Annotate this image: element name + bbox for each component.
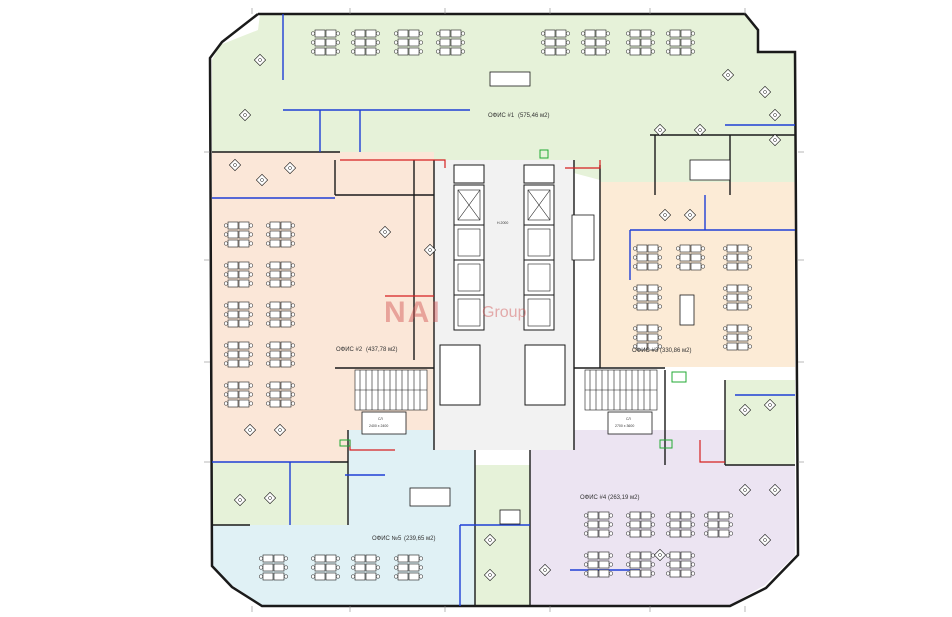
svg-text:NAI: NAI — [384, 296, 442, 329]
lounge-chair — [243, 423, 257, 437]
lounge-chair — [483, 533, 497, 547]
office4-area: (263,19 м2) — [608, 495, 639, 501]
meeting-tables — [409, 71, 731, 525]
office5-label: ОФИС №5 — [372, 535, 402, 542]
lounge-chair — [653, 123, 667, 137]
watermark-logo: NAI Group — [384, 296, 527, 329]
lounge-chair — [483, 568, 497, 582]
desk-cluster — [310, 554, 341, 581]
lounge-chair — [738, 483, 752, 497]
zone-green-right — [725, 380, 795, 465]
lounge-chair — [653, 548, 667, 562]
lounge-chair — [683, 208, 697, 222]
desk-cluster — [632, 284, 663, 311]
desk-cluster — [265, 301, 296, 328]
lounge-chair — [758, 533, 772, 547]
desk-cluster — [223, 221, 254, 248]
desk-cluster — [223, 301, 254, 328]
lounge-chair — [693, 123, 707, 137]
desk-cluster — [223, 341, 254, 368]
lounge-chair — [721, 68, 735, 82]
desk-cluster — [665, 551, 696, 578]
desk-cluster — [632, 324, 663, 351]
lounge-chair — [378, 225, 392, 239]
desk-cluster — [265, 381, 296, 408]
lounge-chair — [738, 403, 752, 417]
desk-cluster — [223, 261, 254, 288]
office3-area: (330,86 м2) — [660, 348, 691, 354]
office4-label: ОФИС #4 — [580, 495, 607, 501]
lounge-chair — [233, 493, 247, 507]
desk-cluster — [350, 554, 381, 581]
desk-cluster — [703, 511, 734, 538]
column-grid — [204, 8, 804, 612]
exterior-walls — [208, 12, 800, 608]
interior-walls — [212, 134, 795, 606]
lounge-chair — [238, 108, 252, 122]
office3-label: ОФИС #3 — [632, 348, 659, 354]
shaft-left-label: СЛ — [378, 417, 383, 421]
office2-label: ОФИС #2 — [336, 347, 363, 353]
lounge-chair — [658, 208, 672, 222]
desk-cluster — [265, 261, 296, 288]
lounge-chair — [423, 243, 437, 257]
shaft-right-label: СЛ — [626, 417, 631, 421]
lounge-chair — [273, 423, 287, 437]
lounge-chair — [538, 563, 552, 577]
zone-green-left — [212, 462, 348, 525]
office1-area: (575,46 м2) — [518, 113, 549, 119]
lounge-chair — [253, 53, 267, 67]
workstation-clusters — [223, 29, 753, 581]
desk-cluster — [675, 244, 706, 271]
desk-cluster — [632, 244, 663, 271]
shaft-left: СЛ 2400 x 2400 — [361, 411, 407, 435]
lounge-chair — [758, 85, 772, 99]
lounge-chair — [768, 133, 782, 147]
lounge-chair — [763, 398, 777, 412]
desk-cluster — [722, 244, 753, 271]
desk-cluster — [350, 29, 381, 56]
desk-cluster — [625, 511, 656, 538]
desk-cluster — [580, 29, 611, 56]
desk-cluster — [265, 341, 296, 368]
office2-area: (437,78 м2) — [366, 347, 397, 353]
shaft-right: СЛ 2700 x 3600 — [607, 411, 653, 435]
lounge-chair — [283, 161, 297, 175]
svg-text:Group: Group — [482, 304, 527, 321]
equipment-markers — [339, 149, 687, 449]
desk-cluster — [393, 29, 424, 56]
lounge-chair — [263, 491, 277, 505]
staircase-right — [584, 369, 658, 411]
office1-label: ОФИС #1 — [488, 113, 515, 119]
zone-office3[interactable] — [600, 182, 795, 367]
lounge-chair — [228, 158, 242, 172]
desk-cluster — [265, 221, 296, 248]
desk-cluster — [223, 381, 254, 408]
desk-cluster — [665, 511, 696, 538]
zone-green-mid — [475, 465, 530, 605]
lounge-chair — [768, 483, 782, 497]
desk-cluster — [665, 29, 696, 56]
shaft-left-size: 2400 x 2400 — [369, 424, 388, 428]
desk-cluster — [722, 324, 753, 351]
desk-cluster — [583, 511, 614, 538]
desk-cluster — [540, 29, 571, 56]
office5-area: (239,65 м2) — [404, 536, 435, 542]
desk-cluster — [625, 29, 656, 56]
shaft-right-size: 2700 x 3600 — [615, 424, 634, 428]
desk-cluster — [258, 554, 289, 581]
desk-cluster — [310, 29, 341, 56]
elevator-cabins — [457, 189, 551, 327]
lounge-chair — [768, 108, 782, 122]
desk-cluster — [435, 29, 466, 56]
lounge-furniture — [228, 53, 782, 582]
desk-cluster — [583, 551, 614, 578]
lounge-chair — [255, 173, 269, 187]
staircase-left — [354, 369, 428, 411]
desk-cluster — [393, 554, 424, 581]
desk-cluster — [722, 284, 753, 311]
core-elevation-label: Н.2000 — [497, 221, 508, 225]
